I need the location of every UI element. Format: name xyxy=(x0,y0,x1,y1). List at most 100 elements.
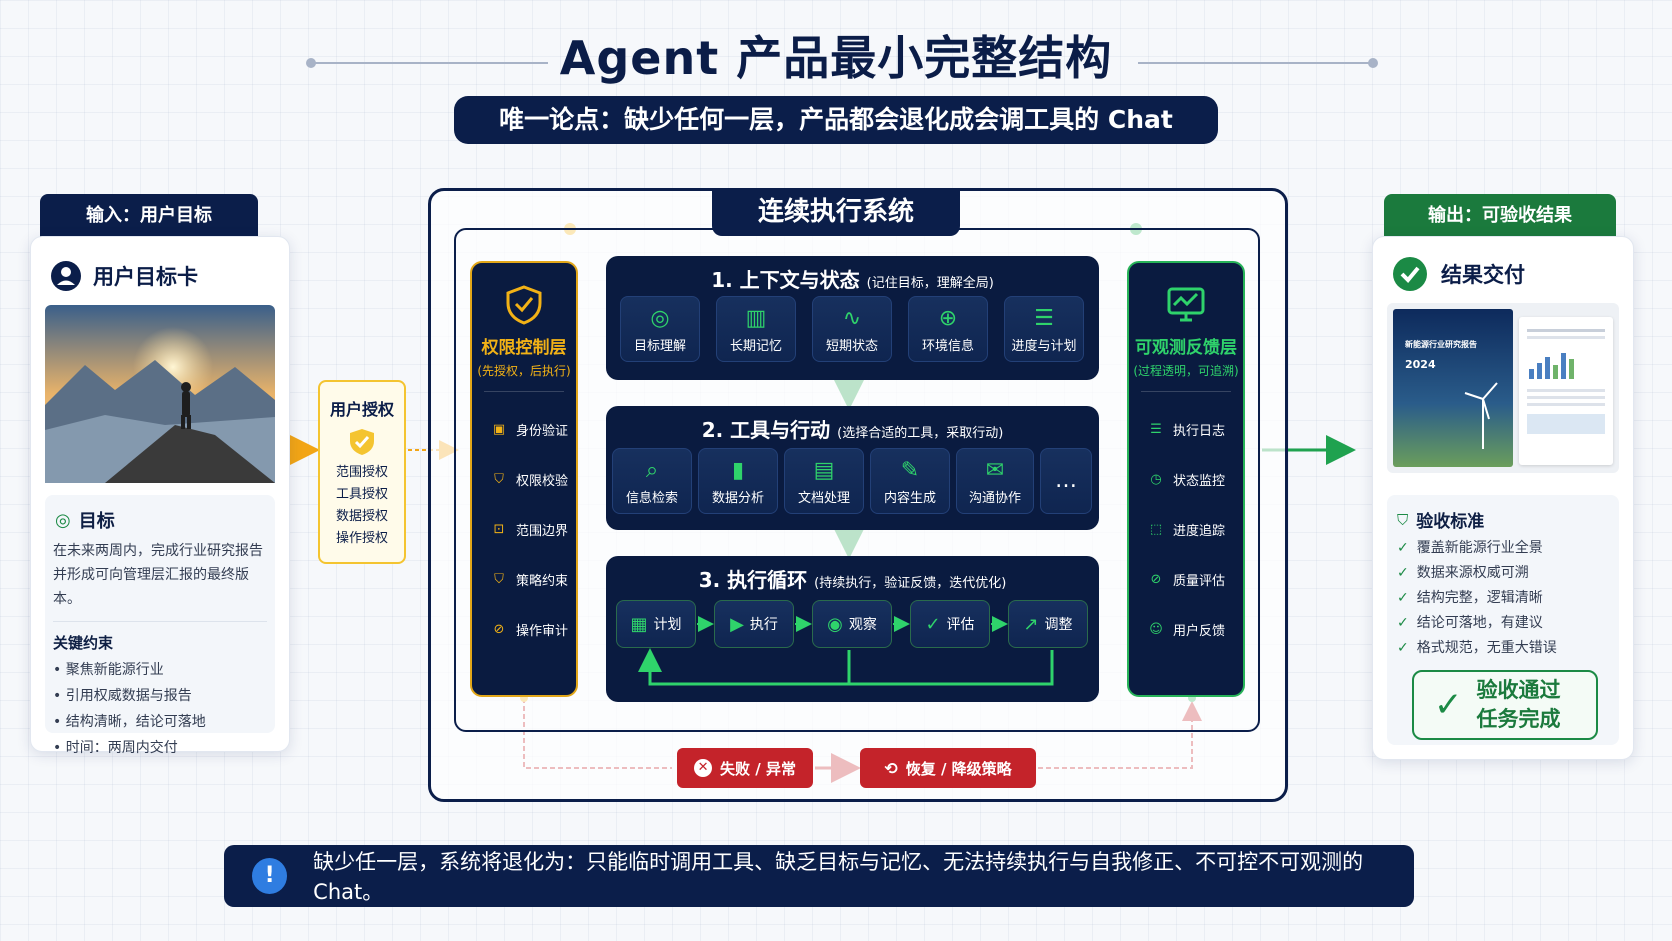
output-card-heading: 结果交付 xyxy=(1441,263,1525,287)
warning-text: 缺少任一层，系统将退化为：只能临时调用工具、缺乏目标与记忆、无法持续执行与自我修… xyxy=(313,850,1364,904)
shield-icon xyxy=(506,285,542,325)
tile-progress-plan: ☰进度与计划 xyxy=(1004,296,1084,362)
tile-content-generation: ✎内容生成 xyxy=(870,448,950,514)
tile-communication: ✉沟通协作 xyxy=(956,448,1034,514)
permission-item: ⊘操作审计 xyxy=(472,604,576,654)
tile-environment-info: ⊕环境信息 xyxy=(908,296,988,362)
report-year: 2024 xyxy=(1405,358,1436,371)
play-icon: ▶ xyxy=(730,613,744,635)
auth-item: 操作授权 xyxy=(335,531,388,546)
shield-check-icon: ⛉ xyxy=(1397,510,1409,529)
report-preview: 新能源行业研究报告 2024 xyxy=(1387,303,1619,473)
loop-step-adjust: ↗调整 xyxy=(1008,600,1088,648)
recover-icon: ⟲ xyxy=(884,758,898,778)
observability-item: ◷状态监控 xyxy=(1129,454,1243,504)
trend-icon: ↗ xyxy=(1023,613,1039,635)
exclamation-icon: ! xyxy=(252,858,288,894)
observability-item: ⬚进度追踪 xyxy=(1129,504,1243,554)
auth-item: 工具授权 xyxy=(335,487,388,502)
check-circle-icon xyxy=(1393,257,1427,291)
loop-step-observe: ◉观察 xyxy=(812,600,892,648)
permission-layer-title: 权限控制层 xyxy=(481,338,567,358)
observability-feedback-layer: 可观测反馈层 (过程透明，可追溯) ☰执行日志 ◷状态监控 ⬚进度追踪 ⊘质量评… xyxy=(1127,261,1245,697)
pass-line2: 任务完成 xyxy=(1476,707,1561,731)
tile-document-processing: ▤文档处理 xyxy=(784,448,864,514)
input-card: 用户目标卡 ◎ 目标 在未来两周内，完成行业研究报告 并形成可向管理层汇报的最终… xyxy=(30,236,290,756)
policy-icon: ⛉ xyxy=(494,571,504,587)
authorization-title: 用户授权 xyxy=(329,400,394,419)
title-left-dot xyxy=(306,58,316,68)
log-icon: ☰ xyxy=(1150,421,1162,437)
loop-step-evaluate: ✓评估 xyxy=(910,600,990,648)
auth-item: 范围授权 xyxy=(335,465,388,480)
title-right-dot xyxy=(1368,58,1378,68)
observability-item: ⊘质量评估 xyxy=(1129,554,1243,604)
title-right-line xyxy=(1138,62,1370,64)
block1-title: 1. 上下文与状态 (记住目标，理解全局) xyxy=(711,268,994,292)
list-icon: ☰ xyxy=(1034,305,1054,331)
wind-turbine-icon xyxy=(1464,382,1498,449)
observability-item: ☺用户反馈 xyxy=(1129,604,1243,654)
clock-icon: ◷ xyxy=(1150,471,1162,487)
input-card-heading: 用户目标卡 xyxy=(93,265,198,289)
criterion-item: ✓格式规范，无重大错误 xyxy=(1397,640,1557,656)
permission-item: ⛉策略约束 xyxy=(472,554,576,604)
target-icon: ◎ xyxy=(650,305,670,331)
constraint-item: • 结构清晰，结论可落地 xyxy=(53,714,206,730)
constraint-item: • 引用权威数据与报告 xyxy=(53,688,192,704)
title-left-line xyxy=(312,62,548,64)
boundary-icon: ⊡ xyxy=(493,521,505,537)
chat-icon: ✉ xyxy=(985,457,1005,483)
block2-title: 2. 工具与行动 (选择合适的工具，采取行动) xyxy=(701,418,1004,442)
goal-text-line1: 在未来两周内，完成行业研究报告 xyxy=(53,543,263,559)
permission-control-layer: 权限控制层 (先授权，后执行) ▣身份验证 ⛉权限校验 ⊡范围边界 ⛉策略约束 … xyxy=(470,261,578,697)
edit-icon: ✎ xyxy=(900,457,920,483)
input-tab: 输入：用户目标 xyxy=(40,194,258,238)
user-authorization-box: 用户授权 范围授权 工具授权 数据授权 操作授权 xyxy=(318,380,406,564)
check-circle-icon: ✓ xyxy=(925,613,941,635)
loop-step-execute: ▶执行 xyxy=(714,600,794,648)
thesis-banner: 唯一论点：缺少任何一层，产品都会退化成会调工具的 Chat xyxy=(454,96,1218,144)
observability-layer-subtitle: (过程透明，可追溯) xyxy=(1133,364,1239,378)
search-icon: ⌕ xyxy=(645,457,659,483)
shield-check-icon xyxy=(350,429,374,455)
recovery-strategy-box: ⟲恢复 / 降级策略 xyxy=(860,748,1036,788)
tile-goal-understanding: ◎目标理解 xyxy=(620,296,700,362)
constraints-label: 关键约束 xyxy=(53,634,114,652)
permission-item: ⛉权限校验 xyxy=(472,454,576,504)
tools-actions-block: 2. 工具与行动 (选择合适的工具，采取行动) ⌕信息检索 ▮数据分析 ▤文档处… xyxy=(606,406,1099,530)
permission-item: ⊡范围边界 xyxy=(472,504,576,554)
goal-label: 目标 xyxy=(78,511,115,532)
permission-item: ▣身份验证 xyxy=(472,404,576,454)
loop-step-plan: ▦计划 xyxy=(616,600,696,648)
pulse-icon: ∿ xyxy=(842,305,862,331)
output-tab: 输出：可验收结果 xyxy=(1384,194,1616,238)
report-cover: 新能源行业研究报告 2024 xyxy=(1393,309,1513,467)
criterion-item: ✓结构完整，逻辑清晰 xyxy=(1397,590,1543,606)
tile-long-term-memory: ▥长期记忆 xyxy=(716,296,796,362)
quality-icon: ⊘ xyxy=(1150,571,1162,587)
system-title: 连续执行系统 xyxy=(712,188,960,236)
context-state-block: 1. 上下文与状态 (记住目标，理解全局) ◎目标理解 ▥长期记忆 ∿短期状态 … xyxy=(606,256,1099,380)
mountain-photo xyxy=(45,305,275,483)
target-icon: ◎ xyxy=(55,509,71,531)
loop-arrows xyxy=(638,616,1054,686)
acceptance-label: 验收标准 xyxy=(1416,512,1485,532)
feedback-icon: ☺ xyxy=(1149,621,1163,637)
criterion-item: ✓结论可落地，有建议 xyxy=(1397,615,1543,631)
execution-loop-block: 3. 执行循环 (持续执行，验证反馈，迭代优化) ▦计划 ▶执行 ◉观察 ✓评估… xyxy=(606,556,1099,702)
constraint-item: • 时间：两周内交付 xyxy=(53,740,178,756)
user-icon xyxy=(51,261,81,291)
auth-item: 数据授权 xyxy=(335,509,388,524)
pass-line1: 验收通过 xyxy=(1476,678,1561,702)
monitor-icon xyxy=(1167,287,1205,322)
id-card-icon: ▣ xyxy=(492,421,506,437)
criterion-item: ✓覆盖新能源行业全景 xyxy=(1397,540,1543,556)
error-icon: ✕ xyxy=(694,759,713,777)
tile-info-retrieval: ⌕信息检索 xyxy=(612,448,692,514)
failure-exception-box: ✕失败 / 异常 xyxy=(677,748,813,788)
bar-chart-icon: ▮ xyxy=(731,457,745,483)
page-title: Agent 产品最小完整结构 xyxy=(559,31,1113,85)
document-icon: ▤ xyxy=(813,457,835,483)
block3-title: 3. 执行循环 (持续执行，验证反馈，迭代优化) xyxy=(698,568,1007,592)
